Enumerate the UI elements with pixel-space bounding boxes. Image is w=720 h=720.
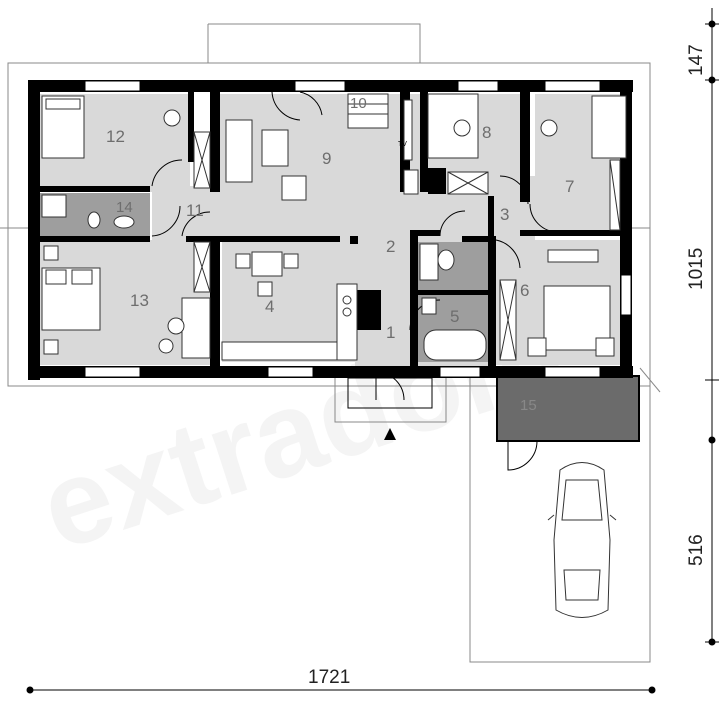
garage-15 (496, 375, 640, 442)
doors (151, 91, 559, 471)
room-number-15: 15 (520, 397, 537, 414)
dimension-house-depth: 1015 (686, 248, 707, 290)
furniture (41, 93, 627, 361)
room-number-10: 10 (350, 95, 367, 112)
roof-outline (0, 23, 661, 663)
room-number-8: 8 (482, 123, 491, 142)
room-number-11: 11 (186, 201, 204, 220)
room-number-3: 3 (500, 205, 509, 224)
room-number-13: 13 (130, 291, 149, 310)
dimension-width-total: 1721 (308, 667, 350, 688)
room-number-4: 4 (265, 297, 274, 316)
room-number-9: 9 (322, 149, 331, 168)
entrance (347, 377, 433, 409)
windows (84, 80, 632, 378)
room-number-2: 2 (386, 237, 395, 256)
room-number-5: 5 (450, 307, 459, 326)
room-number-12: 12 (106, 127, 125, 146)
tv-label: TV (398, 141, 407, 148)
car-icon (547, 462, 617, 618)
dimension-carport-depth: 516 (686, 534, 707, 566)
room-number-1: 1 (386, 323, 395, 342)
room-number-6: 6 (520, 281, 529, 300)
dimension-top-overhang: 147 (686, 44, 707, 76)
room-number-7: 7 (565, 177, 574, 196)
entrance-arrow-icon (384, 428, 396, 440)
dimension-line-vertical (705, 8, 719, 643)
room-number-14: 14 (116, 199, 133, 216)
